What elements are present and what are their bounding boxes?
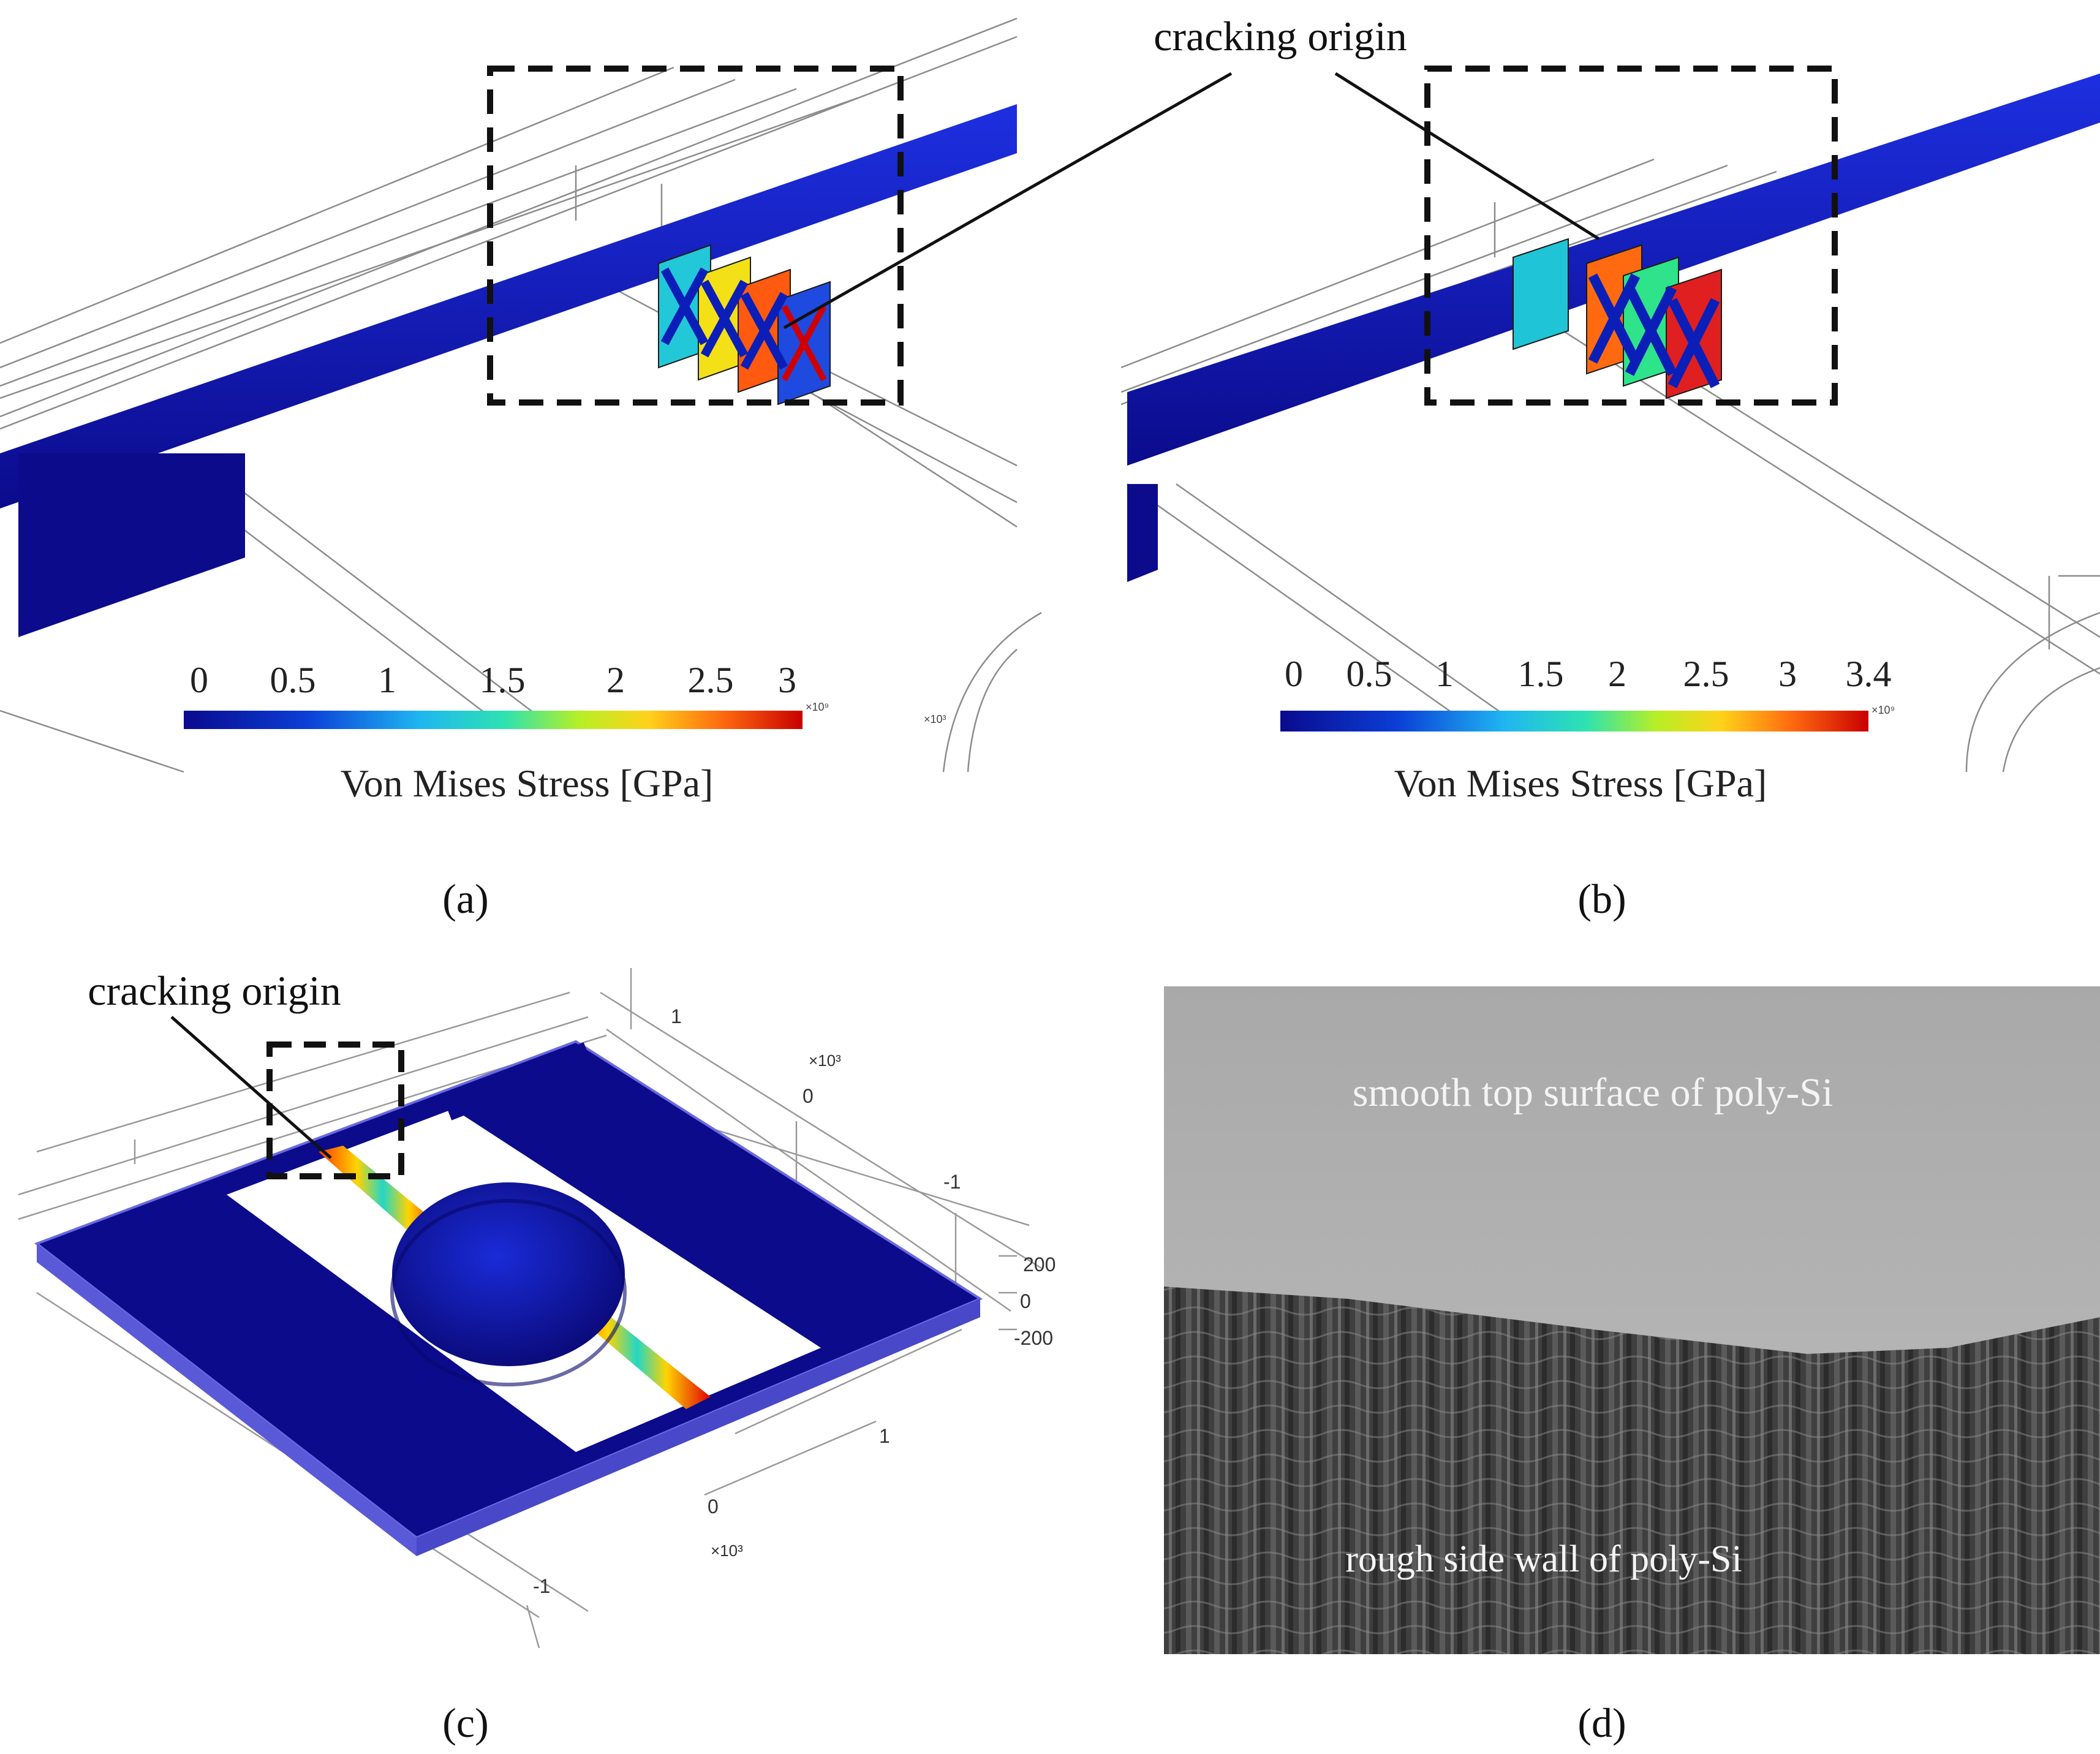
panel-b-spring [1513,238,1722,399]
panel-a-inset-box [487,66,904,406]
sem-image-ripples [1164,1287,2100,1654]
axis-exponent: ×10³ [924,713,946,725]
panel-a-wireframe [0,17,1042,773]
panel-c-inset-box [266,1041,404,1179]
panel-c-leader-line [170,1016,332,1159]
panel-label: (c) [442,1699,488,1746]
z-tick: -200 [1014,1327,1053,1349]
panel-c-spring-upper [319,1146,447,1244]
panel-a-leader-line [783,72,1233,330]
x-tick: 1 [879,1425,890,1447]
colorbar-tick: 0 [190,660,208,700]
sem-bottom-label: rough side wall of poly-Si [1345,1538,1742,1580]
panel-label: (d) [1577,1699,1626,1746]
panel-b-colorbar [1280,711,1868,731]
panel-c-frame-edge-right [417,1299,980,1556]
colorbar-tick: 1.5 [480,660,526,700]
panel-b-anchor-block [1127,484,1158,582]
panel-c-proof-mass [392,1182,625,1366]
panel-a-anchor-block [18,453,245,637]
colorbar-exponent: ×10⁹ [806,701,829,713]
panel-c-axis-ticks: 200 0 -200 1 0 -1 ×10³ 1 0 -1 ×10³ [533,1005,1056,1597]
y-exponent: ×10³ [809,1051,841,1070]
z-tick: 200 [1023,1253,1056,1276]
colorbar-tick: 1.5 [1518,654,1564,694]
colorbar-tick: 3.4 [1846,654,1892,694]
panel-label: (a) [442,875,488,922]
x-tick: -1 [533,1575,550,1597]
panel-b-leader-line [1334,72,1600,241]
y-tick: 1 [671,1005,682,1027]
colorbar-tick: 3 [778,660,796,700]
colorbar-tick: 1 [378,660,396,700]
colorbar-tick: 2 [606,660,625,700]
colorbar-tick: 2 [1608,654,1626,694]
panel-a-beam [0,104,1017,508]
panel-a-colorbar [184,711,803,729]
panel-c-frame-edge [37,1244,417,1556]
y-tick: -1 [943,1171,961,1193]
colorbar-tick: 3 [1778,654,1797,694]
panel-c-proof-mass-side [390,1199,627,1386]
colorbar-exponent: ×10⁹ [1871,704,1895,716]
x-exponent: ×10³ [711,1541,743,1560]
colorbar-tick: 0 [1285,654,1303,694]
cracking-origin-label: cracking origin [88,967,341,1014]
colorbar-title: Von Mises Stress [GPa] [341,762,714,805]
panel-b-inset-box [1424,66,1838,406]
colorbar-tick: 2.5 [688,660,734,700]
sem-top-label: smooth top surface of poly-Si [1353,1070,1834,1115]
panel-a-colorbar-ticks: 0 0.5 1 1.5 2 2.5 3 [190,660,796,700]
colorbar-tick: 1 [1435,654,1454,694]
colorbar-tick: 0.5 [270,660,316,700]
panel-c-inner-bar [442,1042,593,1121]
colorbar-tick: 2.5 [1683,654,1729,694]
panel-a: 0 0.5 1 1.5 2 2.5 3 ×10⁹ ×10³ Von Mises … [0,17,1233,922]
z-tick: 0 [1020,1290,1031,1312]
panel-b: 0 0.5 1 1.5 2 2.5 3 3.4 ×10⁹ Von Mises S… [1120,66,2100,922]
panel-label: (b) [1577,875,1626,922]
cracking-origin-label: cracking origin [1154,13,1407,59]
colorbar-tick: 0.5 [1346,654,1392,694]
panel-c: cracking origin 200 0 -200 1 0 -1 ×10³ 1… [18,967,1056,1746]
y-tick: 0 [803,1085,814,1107]
panel-d: smooth top surface of poly-Si rough side… [1164,986,2100,1746]
panel-a-spring [658,244,831,406]
panel-b-colorbar-ticks: 0 0.5 1 1.5 2 2.5 3 3.4 [1285,654,1892,694]
x-tick: 0 [708,1495,719,1518]
colorbar-title: Von Mises Stress [GPa] [1394,762,1767,805]
